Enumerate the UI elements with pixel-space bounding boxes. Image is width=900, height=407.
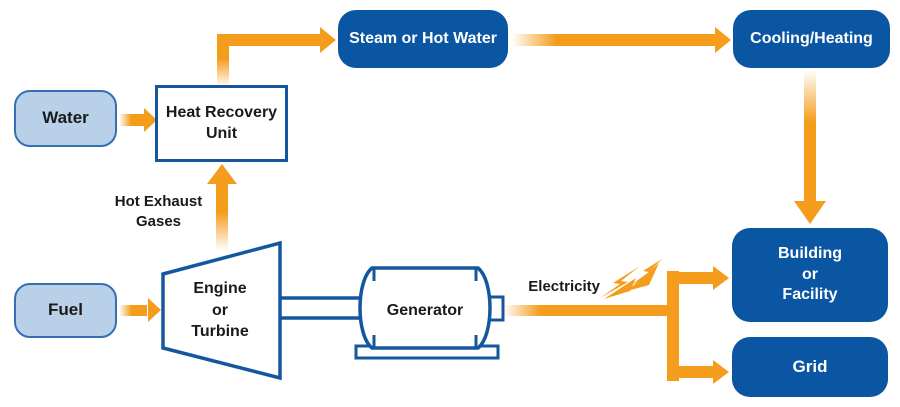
node-building-or-facility-label: Building or Facility xyxy=(778,244,842,304)
node-water-label: Water xyxy=(42,108,89,128)
arrow-fuel-to-engine xyxy=(119,298,161,322)
node-fuel-label: Fuel xyxy=(48,300,83,320)
node-heat-recovery-unit: Heat Recovery Unit xyxy=(155,85,288,162)
node-steam-or-hot-water: Steam or Hot Water xyxy=(338,10,508,68)
node-grid-label: Grid xyxy=(792,356,828,376)
engine-turbine-shape xyxy=(161,240,282,381)
hot-exhaust-gases-label: Hot Exhaust Gases xyxy=(114,193,203,231)
node-cooling-heating-label: Cooling/Heating xyxy=(750,29,873,47)
generator-shape xyxy=(354,266,505,360)
drive-shaft xyxy=(281,296,362,320)
arrow-water-to-heat-recovery xyxy=(119,108,157,132)
node-grid: Grid xyxy=(732,337,888,397)
electricity-label: Electricity xyxy=(528,278,600,295)
node-steam-or-hot-water-label: Steam or Hot Water xyxy=(349,29,497,47)
node-cooling-heating: Cooling/Heating xyxy=(733,10,890,68)
engine-turbine-label: Engine or Turbine xyxy=(191,280,249,341)
generator-label: Generator xyxy=(386,302,464,319)
node-heat-recovery-unit-label: Heat Recovery Unit xyxy=(165,103,278,142)
arrow-cooling-to-building xyxy=(794,70,826,224)
node-building-or-facility: Building or Facility xyxy=(732,228,888,322)
node-water: Water xyxy=(14,90,117,147)
arrow-exhaust-to-heat-recovery xyxy=(207,164,237,251)
lightning-bolt-icon xyxy=(600,259,662,299)
arrow-heat-recovery-to-steam xyxy=(217,27,336,87)
node-fuel: Fuel xyxy=(14,283,117,338)
arrow-electricity-branch xyxy=(503,266,729,384)
arrow-steam-to-cooling xyxy=(511,27,731,53)
